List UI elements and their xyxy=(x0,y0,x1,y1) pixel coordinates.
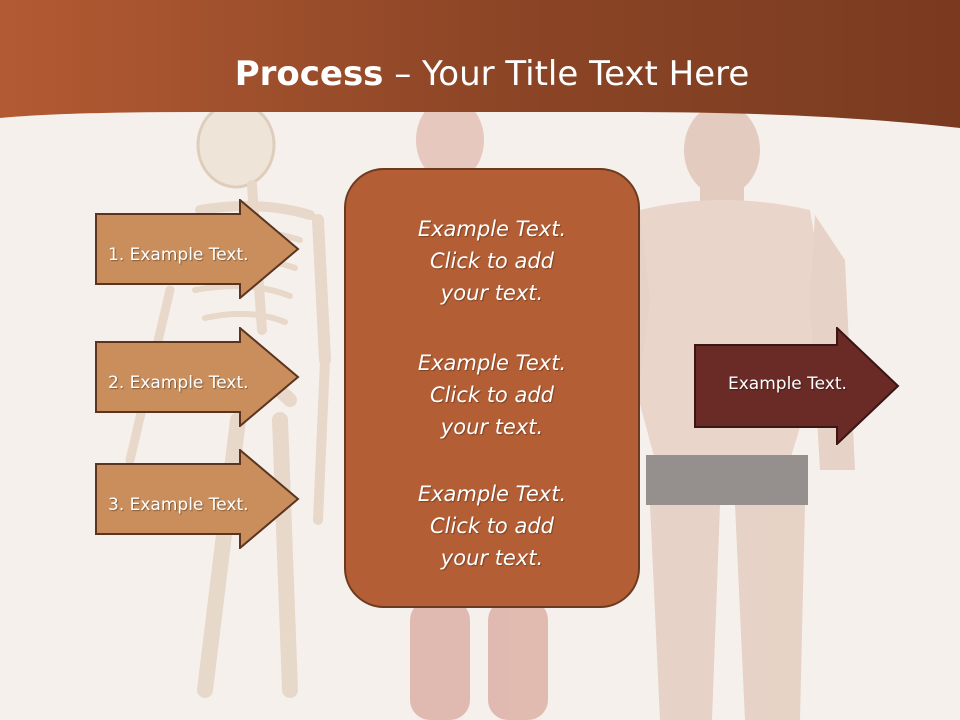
left-arrow-1-label: 1. Example Text. xyxy=(108,245,249,265)
left-arrow-3-label: 3. Example Text. xyxy=(108,495,249,515)
right-arrow-label: Example Text. xyxy=(728,374,847,394)
paragraph-line: your text. xyxy=(440,546,544,570)
left-arrow-1[interactable]: 1. Example Text. xyxy=(95,199,300,299)
paragraph-line: Click to add xyxy=(429,514,554,538)
center-text-box[interactable]: Example Text. Click to add your text. Ex… xyxy=(344,168,640,608)
paragraph-line: Click to add xyxy=(429,383,554,407)
left-arrow-2[interactable]: 2. Example Text. xyxy=(95,327,300,427)
header-banner xyxy=(0,0,960,128)
left-arrow-3[interactable]: 3. Example Text. xyxy=(95,449,300,549)
title-rest: – Your Title Text Here xyxy=(383,54,750,94)
arrow-shape-icon xyxy=(95,199,300,299)
paragraph-line: Click to add xyxy=(429,249,554,273)
left-arrow-2-label: 2. Example Text. xyxy=(108,373,249,393)
paragraph-line: Example Text. xyxy=(417,217,567,241)
arrow-shape-icon xyxy=(95,449,300,549)
center-paragraph-3: Example Text. Click to add your text. xyxy=(346,478,638,574)
center-paragraph-1: Example Text. Click to add your text. xyxy=(346,213,638,309)
muscle-figure-icon xyxy=(410,98,548,720)
title-bold: Process xyxy=(234,54,384,94)
paragraph-line: Example Text. xyxy=(417,351,567,375)
paragraph-line: your text. xyxy=(440,281,544,305)
arrow-shape-icon xyxy=(694,327,900,445)
center-paragraph-2: Example Text. Click to add your text. xyxy=(346,347,638,443)
paragraph-line: your text. xyxy=(440,415,544,439)
arrow-shape-icon xyxy=(95,327,300,427)
paragraph-line: Example Text. xyxy=(417,482,567,506)
right-arrow[interactable]: Example Text. xyxy=(694,327,900,445)
page-title: Process – Your Title Text Here xyxy=(0,52,960,96)
